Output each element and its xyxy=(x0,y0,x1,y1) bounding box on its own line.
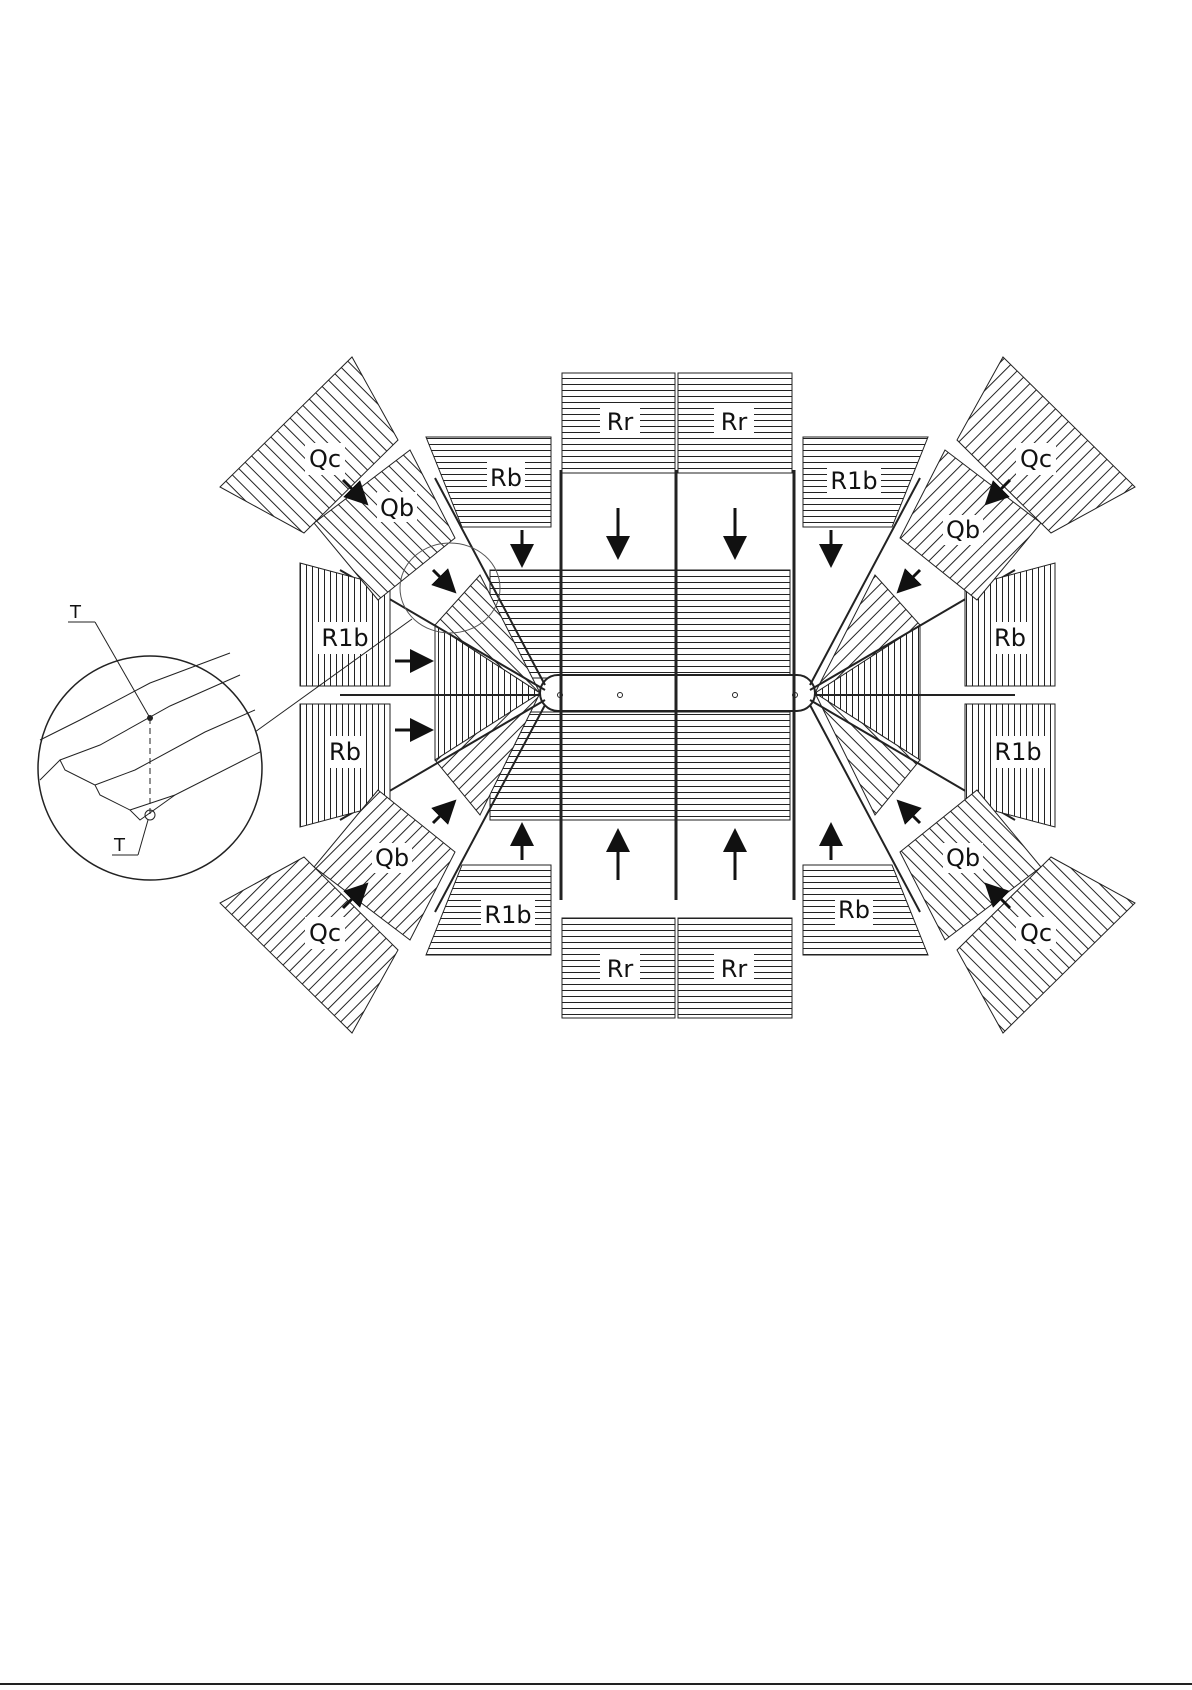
panel-rr-bottom-left: Rr xyxy=(562,918,675,1018)
arrow-down-left-icon xyxy=(905,570,920,585)
svg-text:Rb: Rb xyxy=(329,738,361,766)
fastener-label-bottom: T xyxy=(113,835,126,856)
svg-text:Rr: Rr xyxy=(721,955,748,983)
svg-text:Rr: Rr xyxy=(607,408,634,436)
arrow-up-left-icon xyxy=(905,808,920,823)
panel-rr-top-left: Rr xyxy=(562,373,675,473)
svg-text:Qb: Qb xyxy=(380,494,414,522)
svg-text:R1b: R1b xyxy=(994,738,1041,766)
panel-rr-top-right: Rr xyxy=(678,373,792,473)
panel-rb-bottom: Rb xyxy=(803,865,928,955)
svg-text:Qb: Qb xyxy=(375,844,409,872)
svg-text:Rr: Rr xyxy=(721,408,748,436)
arrow-down-right-icon xyxy=(433,570,448,585)
svg-text:Qc: Qc xyxy=(1020,445,1052,473)
svg-text:R1b: R1b xyxy=(830,467,877,495)
panel-r1b-bottom: R1b xyxy=(426,865,551,955)
svg-text:Rb: Rb xyxy=(838,896,870,924)
svg-text:Qb: Qb xyxy=(946,516,980,544)
svg-text:Rb: Rb xyxy=(490,464,522,492)
svg-text:R1b: R1b xyxy=(321,624,368,652)
fastener-label-top: T xyxy=(69,602,82,623)
svg-text:Qc: Qc xyxy=(1020,919,1052,947)
svg-text:Qb: Qb xyxy=(946,844,980,872)
panel-rb-top: Rb xyxy=(426,437,551,527)
panel-r1b-top: R1b xyxy=(803,437,928,527)
svg-text:Rb: Rb xyxy=(994,624,1026,652)
svg-text:R1b: R1b xyxy=(484,901,531,929)
svg-text:Qc: Qc xyxy=(309,445,341,473)
svg-text:Qc: Qc xyxy=(309,919,341,947)
arrow-up-right-icon xyxy=(433,808,448,823)
detail-callout: T T xyxy=(38,543,500,880)
svg-text:Rr: Rr xyxy=(607,955,634,983)
panel-rr-bottom-right: Rr xyxy=(678,918,792,1018)
